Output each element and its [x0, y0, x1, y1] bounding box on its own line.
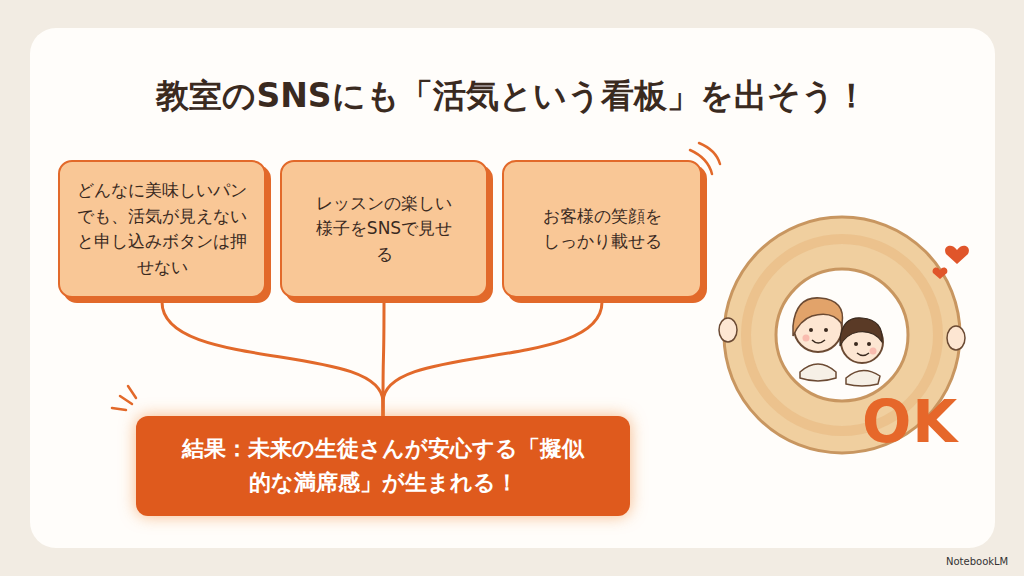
merge-line	[162, 302, 383, 416]
slide-title: 教室のSNSにも「活気という看板」を出そう！	[40, 74, 984, 119]
point-box: どんなに美味しいパンでも、活気が見えないと申し込みボタンは押せない	[58, 160, 266, 298]
result-box: 結果：未来の生徒さんが安心する「擬似的な満席感」が生まれる！	[136, 416, 630, 516]
point-text: どんなに美味しいパンでも、活気が見えないと申し込みボタンは押せない	[77, 178, 247, 280]
ok-badge: OK	[862, 388, 958, 456]
point-text: お客様の笑顔をしっかり載せる	[537, 204, 667, 255]
watermark: NotebookLM	[946, 556, 1008, 567]
result-text: 結果：未来の生徒さんが安心する「擬似的な満席感」が生まれる！	[173, 432, 593, 500]
point-box: お客様の笑顔をしっかり載せる	[502, 160, 702, 298]
point-box: レッスンの楽しい様子をSNSで見せる	[280, 160, 488, 298]
point-text: レッスンの楽しい様子をSNSで見せる	[309, 191, 459, 268]
merge-line	[383, 302, 602, 416]
